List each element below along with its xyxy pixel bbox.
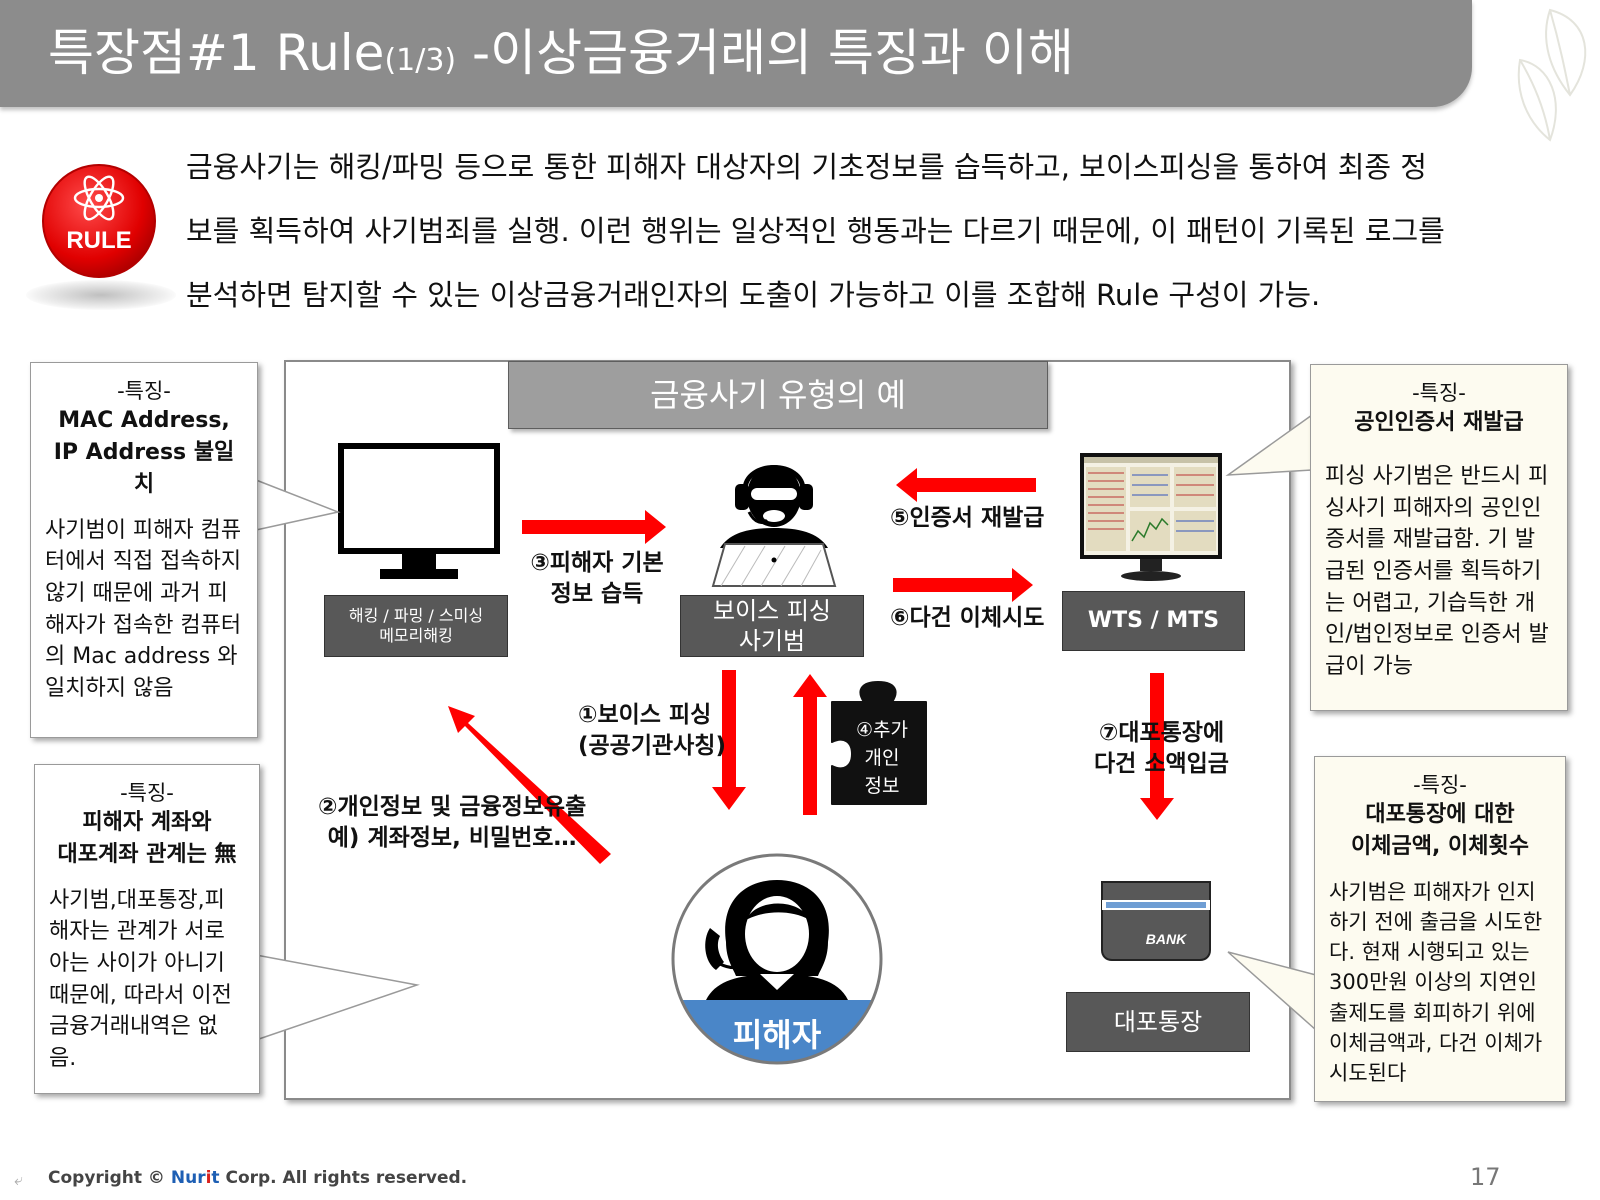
victim-icon <box>671 853 883 1065</box>
mule-account-label: 대포통장 <box>1066 992 1250 1052</box>
diagram-title: 금융사기 유형의 예 <box>508 361 1048 429</box>
title-fraction: (1/3) <box>384 43 457 78</box>
victim-label: 피해자 <box>732 1016 822 1054</box>
arrow-step4 <box>793 674 827 815</box>
callout-tag: -특징- <box>1413 773 1467 797</box>
arrow-step3 <box>522 510 666 544</box>
intro-line-2: 보를 획득하여 사기범죄를 실행. 이런 행위는 일상적인 행동과는 다르기 때… <box>186 214 1445 248</box>
callout-heading: MAC Address, IP Address 불일치 <box>53 408 235 497</box>
callout-tag: -특징- <box>117 379 171 403</box>
arrow-step6 <box>893 568 1033 602</box>
callout-body: 사기범,대포통장,피해자는 관계가 서로 아는 사이가 아니기 때문에, 따라서… <box>49 887 232 1072</box>
arrow-step5 <box>896 468 1036 502</box>
copyright-text: Copyright © Nurit Corp. All rights reser… <box>48 1168 468 1188</box>
puzzle-line-1: ④추가 <box>856 719 908 741</box>
callout-body: 사기범이 피해자 컴퓨터에서 직접 접속하지 않기 때문에 과거 피해자가 접속… <box>45 517 242 702</box>
fraudster-label-line-1: 보이스 피싱 <box>712 597 832 625</box>
bank-book-text: BANK <box>1146 931 1187 947</box>
leaf-decoration-icon <box>1517 8 1587 142</box>
title-subtitle: -이상금융거래의 특징과 이해 <box>456 24 1074 82</box>
hacking-label: 해킹 / 파밍 / 스미싱 메모리해킹 <box>324 595 508 657</box>
puzzle-line-2: 개인 <box>865 747 900 769</box>
step6-label: ⑥다건 이체시도 <box>890 605 1045 631</box>
wts-mts-label: WTS / MTS <box>1062 591 1245 651</box>
page-number: 17 <box>1470 1163 1501 1191</box>
fraudster-label: 보이스 피싱 사기범 <box>680 595 864 657</box>
arrow-step1 <box>712 670 746 810</box>
callout-heading: 공인인증서 재발급 <box>1354 410 1524 435</box>
arrow-step2 <box>448 706 611 864</box>
callout-body: 피싱 사기범은 반드시 피싱사기 피해자의 공인인증서를 재발급함. 기 발급된… <box>1325 463 1549 679</box>
callout-tag: -특징- <box>1412 381 1466 405</box>
rule-badge-label: RULE <box>66 227 131 254</box>
puzzle-line-3: 정보 <box>865 775 900 797</box>
puzzle-piece-icon: ④추가 개인 정보 <box>831 681 927 805</box>
step2-label: ②개인정보 및 금융정보유출 예) 계좌정보, 비밀번호… <box>318 794 587 852</box>
intro-line-1: 금융사기는 해킹/파밍 등으로 통한 피해자 대상자의 기초정보를 습득하고, … <box>186 150 1427 184</box>
bank-book-icon: BANK <box>1101 881 1211 961</box>
callout-account-relation: -특징- 피해자 계좌와 대포계좌 관계는 無 사기범,대포통장,피해자는 관계… <box>34 764 260 1094</box>
step7-label: ⑦대포통장에 다건 소액입금 <box>1094 720 1229 778</box>
page-title: 특장점#1 Rule(1/3) -이상금융거래의 특징과 이해 <box>48 24 1074 82</box>
step5-label: ⑤인증서 재발급 <box>890 505 1045 531</box>
step3-label: ③피해자 기본 정보 습득 <box>530 550 664 608</box>
callout-heading: 대포통장에 대한 이체금액, 이체횟수 <box>1351 802 1529 859</box>
rule-badge-shadow <box>26 280 176 310</box>
fraudster-label-line-2: 사기범 <box>738 627 806 655</box>
hacker-icon <box>711 465 837 587</box>
computer-monitor-icon <box>338 443 500 579</box>
callout-body: 사기범은 피해자가 인지하기 전에 출금을 시도한다. 현재 시행되고 있는 3… <box>1329 879 1543 1086</box>
intro-line-3: 분석하면 탐지할 수 있는 이상금융거래인자의 도출이 가능하고 이를 조합해 … <box>186 278 1321 312</box>
callout-mac-address: -특징- MAC Address, IP Address 불일치 사기범이 피해… <box>30 362 258 738</box>
step1-label: ①보이스 피싱 (공공기관사칭) <box>578 702 726 760</box>
callout-transfer-amount: -특징- 대포통장에 대한 이체금액, 이체횟수 사기범은 피해자가 인지하기 … <box>1314 756 1566 1102</box>
arrow-step7 <box>1140 673 1174 820</box>
rule-badge-icon: RULE <box>42 164 156 278</box>
trading-monitor-icon <box>1080 453 1222 581</box>
footer-mark-icon: ⤶ <box>14 1170 23 1189</box>
callout-tag: -특징- <box>120 781 174 805</box>
callout-heading: 피해자 계좌와 대포계좌 관계는 無 <box>57 810 237 867</box>
title-bar <box>0 0 1472 107</box>
callout-cert-reissue: -특징- 공인인증서 재발급 피싱 사기범은 반드시 피싱사기 피해자의 공인인… <box>1310 364 1568 711</box>
